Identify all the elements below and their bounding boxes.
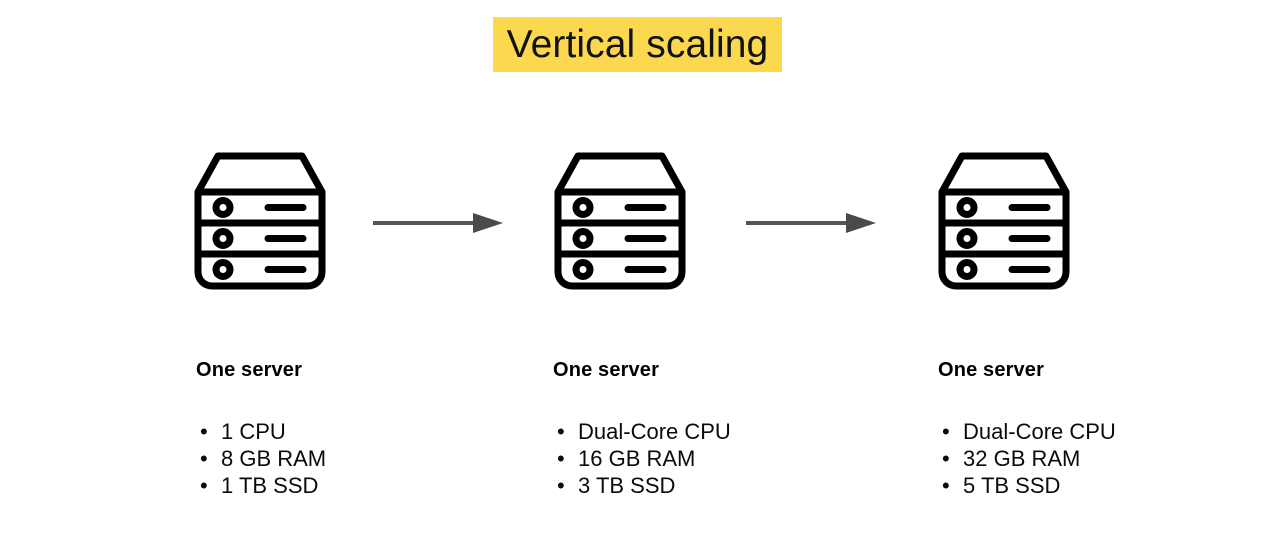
server-rack-icon-3 [936,148,1072,293]
stage-column-1: One server • 1 CPU • 8 GB RAM • 1 TB SSD [196,358,326,499]
bullet-icon: • [942,419,950,444]
arrow-right-icon [373,213,503,233]
stage-column-3: One server • Dual-Core CPU • 32 GB RAM •… [938,358,1116,499]
server-rack-icon [194,152,326,290]
spec-label: 16 GB RAM [578,446,696,471]
stage-columns: One server • 1 CPU • 8 GB RAM • 1 TB SSD… [0,358,1275,533]
bullet-icon: • [200,446,208,471]
spec-item: • 32 GB RAM [938,445,1116,472]
spec-label: 5 TB SSD [963,473,1061,498]
spec-item: • 1 TB SSD [196,472,326,499]
bullet-icon: • [557,473,565,498]
spec-label: 1 CPU [221,419,286,444]
server-rack-icon-2 [552,148,688,293]
spec-item: • Dual-Core CPU [938,418,1116,445]
spec-label: 8 GB RAM [221,446,327,471]
spec-item: • 5 TB SSD [938,472,1116,499]
spec-item: • 8 GB RAM [196,445,326,472]
bullet-icon: • [200,419,208,444]
spec-label: 1 TB SSD [221,473,319,498]
spec-label: 32 GB RAM [963,446,1081,471]
diagram-row [0,148,1275,293]
bullet-icon: • [942,446,950,471]
spec-item: • 1 CPU [196,418,326,445]
spec-label: Dual-Core CPU [963,419,1116,444]
server-rack-icon-1 [192,148,328,293]
spec-label: 3 TB SSD [578,473,676,498]
stage-heading: One server [196,359,303,381]
spec-item: • 16 GB RAM [553,445,731,472]
spec-item: • Dual-Core CPU [553,418,731,445]
arrow-right-icon-2 [746,210,876,236]
bullet-icon: • [557,446,565,471]
page-title: Vertical scaling [492,17,783,72]
arrow-right-icon [746,213,876,233]
stage-column-2: One server • Dual-Core CPU • 16 GB RAM •… [553,358,731,499]
title-row: Vertical scaling [0,0,1275,95]
bullet-icon: • [557,419,565,444]
spec-label: Dual-Core CPU [578,419,731,444]
spec-list: • Dual-Core CPU • 32 GB RAM • 5 TB SSD [938,418,1116,499]
stage-heading: One server [938,359,1045,381]
server-rack-icon [554,152,686,290]
stage-heading: One server [553,359,660,381]
spec-item: • 3 TB SSD [553,472,731,499]
bullet-icon: • [942,473,950,498]
spec-list: • Dual-Core CPU • 16 GB RAM • 3 TB SSD [553,418,731,499]
server-rack-icon [938,152,1070,290]
arrow-right-icon-1 [373,210,503,236]
spec-list: • 1 CPU • 8 GB RAM • 1 TB SSD [196,418,326,499]
bullet-icon: • [200,473,208,498]
